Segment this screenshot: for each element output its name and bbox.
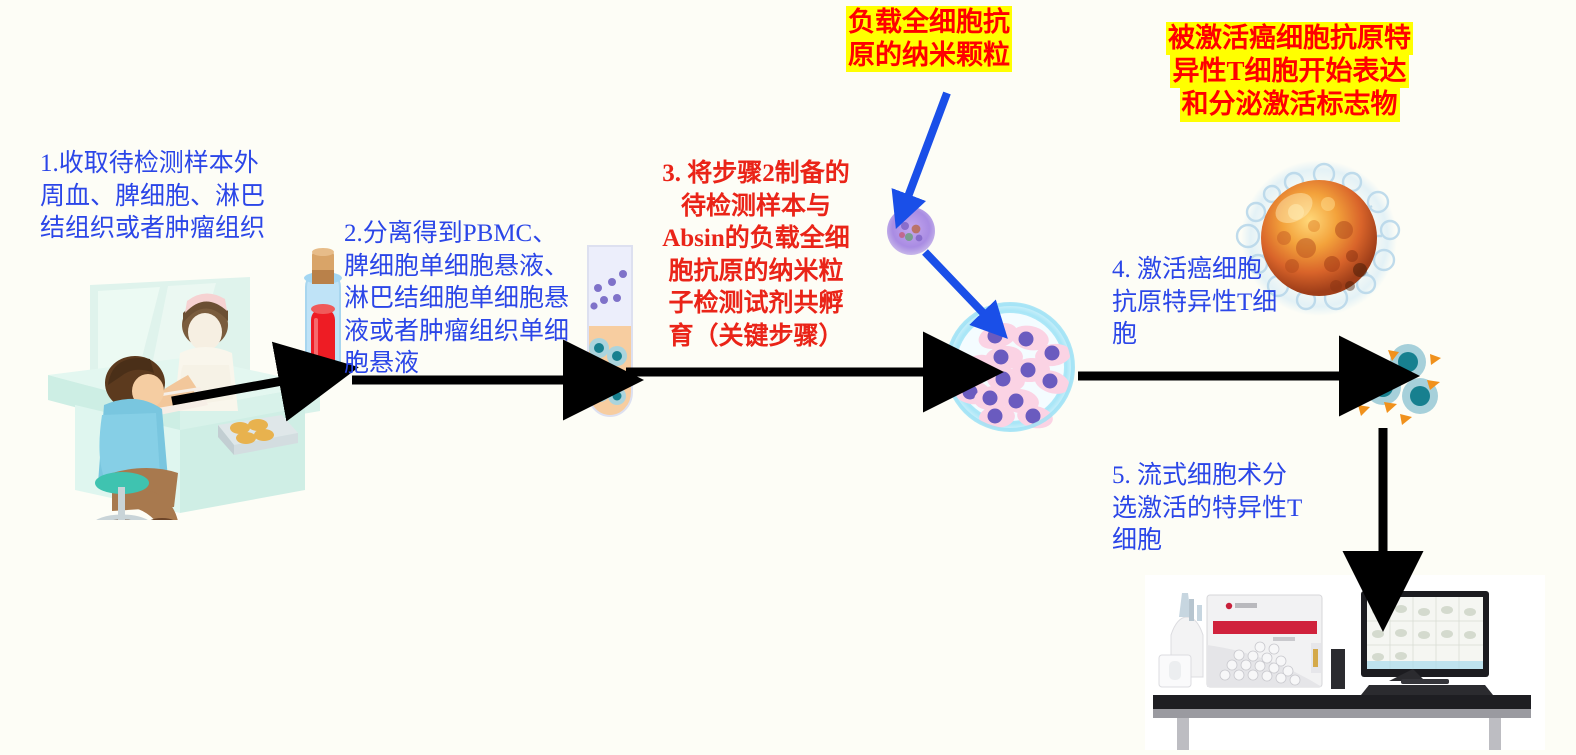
step-3-label: 3. 将步骤2制备的 待检测样本与 Absin的负载全细 胞抗原的纳米粒 子检测… [662, 160, 850, 350]
activated-t-cells-with-cytokines [1352, 340, 1452, 432]
step-5-label: 5. 流式细胞术分 选激活的特异性T 细胞 [1112, 462, 1303, 554]
activated-cancer-cell-3d [1232, 160, 1407, 320]
nanoparticle-callout: 负载全细胞抗 原的纳米颗粒 [846, 6, 1012, 73]
activation-callout-line-2: 异性T细胞开始表达 [1170, 55, 1409, 89]
step-2-label: 2.分离得到PBMC、 脾细胞单细胞悬液、 淋巴结细胞单细胞悬 液或者肿瘤组织单… [344, 220, 570, 377]
blood-collection-tube [298, 248, 348, 418]
arrow-nanoparticle-callout [891, 91, 951, 229]
cell-culture-dish [940, 300, 1080, 435]
step-1-label: 1.收取待检测样本外 周血、脾细胞、淋巴 结组织或者肿瘤组织 [40, 150, 266, 242]
activation-callout-line-3: 和分泌激活标志物 [1179, 88, 1400, 122]
step-4-label: 4. 激活癌细胞 抗原特异性T细 胞 [1112, 256, 1278, 348]
activation-callout: 被激活癌细胞抗原特 异性T细胞开始表达 和分泌激活标志物 [1166, 22, 1413, 122]
flow-cytometer-with-monitor [1145, 575, 1545, 752]
nanoparticle-callout-line-1: 负载全细胞抗 [846, 6, 1012, 40]
activation-callout-line-1: 被激活癌细胞抗原特 [1166, 22, 1413, 56]
nanoparticle-callout-line-2: 原的纳米颗粒 [846, 39, 1012, 73]
clinic-scene-illustration [40, 265, 330, 540]
antigen-loaded-nanoparticle [884, 204, 938, 258]
